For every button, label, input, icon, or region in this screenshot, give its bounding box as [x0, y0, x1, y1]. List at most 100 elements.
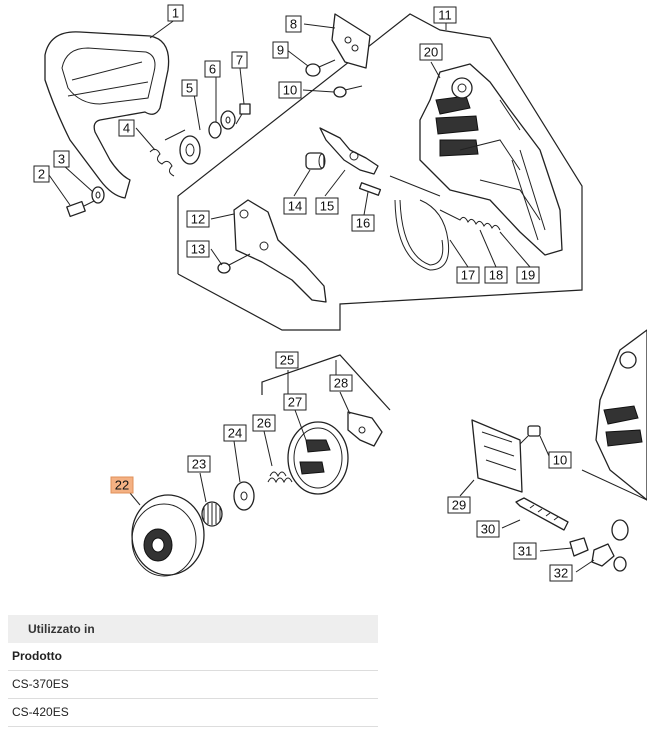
callout-22-highlighted: 22 — [110, 476, 134, 494]
spring-part-18 — [439, 209, 501, 231]
callout-7: 7 — [231, 51, 248, 69]
callout-number: 8 — [290, 17, 297, 32]
callout-number: 30 — [481, 522, 495, 537]
callout-number: 7 — [236, 53, 243, 68]
callout-number: 12 — [191, 212, 205, 227]
chain-guide-part-12 — [233, 199, 327, 303]
parts-diagram: 1234567891011121314151617181920222324252… — [33, 4, 647, 582]
callout-29: 29 — [447, 496, 471, 514]
bushing-part-5 — [179, 135, 201, 165]
callout-number: 2 — [38, 167, 45, 182]
tensioner-part-15 — [319, 127, 379, 175]
callout-20: 20 — [419, 43, 443, 61]
callout-10: 10 — [548, 451, 572, 469]
callout-32: 32 — [549, 564, 573, 582]
used-in-panel: Utilizzato in Prodotto CS-370ES CS-420ES — [8, 615, 378, 727]
callout-23: 23 — [187, 455, 211, 473]
callout-5: 5 — [181, 79, 198, 97]
spring-part-4 — [149, 129, 186, 177]
callout-number: 22 — [115, 478, 129, 493]
callout-number: 26 — [257, 416, 271, 431]
callout-1: 1 — [167, 4, 184, 22]
product-row[interactable]: CS-370ES — [8, 671, 378, 699]
screw-part-13 — [217, 253, 251, 274]
callout-number: 10 — [553, 453, 567, 468]
callout-number: 31 — [518, 544, 532, 559]
adjuster-block-part-31 — [569, 537, 589, 557]
brake-band-part-17 — [389, 175, 450, 271]
screw-part-7 — [235, 103, 251, 125]
callout-number: 29 — [452, 498, 466, 513]
needle-bearing-part-23 — [201, 501, 223, 527]
callout-4: 4 — [118, 119, 135, 137]
callout-number: 17 — [461, 268, 475, 283]
callout-number: 3 — [58, 152, 65, 167]
callout-31: 31 — [513, 542, 537, 560]
leader-lines — [48, 18, 595, 573]
callout-13: 13 — [186, 240, 210, 258]
screw-part-10-bottom — [519, 425, 541, 445]
callout-26: 26 — [252, 414, 276, 432]
clutch-part-27 — [287, 421, 349, 495]
callout-12: 12 — [186, 210, 210, 228]
callout-3: 3 — [53, 150, 70, 168]
callout-15: 15 — [315, 197, 339, 215]
callout-number: 18 — [489, 268, 503, 283]
callout-27: 27 — [283, 393, 307, 411]
callout-8: 8 — [285, 15, 302, 33]
bushing-part-14 — [305, 152, 326, 170]
callout-18: 18 — [484, 266, 508, 284]
plate-part-29 — [471, 419, 523, 493]
callout-number: 1 — [172, 6, 179, 21]
callout-number: 25 — [280, 353, 294, 368]
callout-6: 6 — [204, 60, 221, 78]
product-row[interactable]: CS-420ES — [8, 699, 378, 727]
callout-number: 4 — [123, 121, 130, 136]
clutch-drum-part-22 — [131, 494, 205, 577]
callout-11: 11 — [433, 6, 457, 24]
callout-number: 23 — [192, 457, 206, 472]
product-column-header: Prodotto — [8, 643, 378, 671]
callout-16: 16 — [351, 214, 375, 232]
callout-9: 9 — [272, 41, 289, 59]
screw-part-10-top — [333, 85, 363, 98]
assembly-outline-main — [177, 13, 583, 331]
callout-number: 11 — [438, 8, 452, 23]
callout-number: 15 — [320, 199, 334, 214]
callout-number: 9 — [277, 43, 284, 58]
adjuster-bolt-part-30 — [515, 497, 569, 531]
bolt-part-2 — [66, 199, 97, 218]
callout-10: 10 — [278, 81, 302, 99]
engine-housing-partial — [595, 329, 647, 501]
callout-2: 2 — [33, 165, 50, 183]
screw-part-9 — [305, 59, 336, 77]
callout-number: 6 — [209, 62, 216, 77]
callout-14: 14 — [283, 197, 307, 215]
callout-number: 16 — [356, 216, 370, 231]
callout-30: 30 — [476, 520, 500, 538]
callout-24: 24 — [223, 424, 247, 442]
callout-number: 10 — [283, 83, 297, 98]
washer-part-24 — [233, 481, 255, 511]
callout-number: 14 — [288, 199, 302, 214]
used-in-header: Utilizzato in — [8, 615, 378, 643]
nut-part-32 — [591, 519, 629, 572]
washer-part-3 — [91, 186, 105, 204]
callout-number: 27 — [288, 395, 302, 410]
plate-part-8 — [331, 13, 371, 69]
callout-number: 24 — [228, 426, 242, 441]
spring-part-26 — [267, 471, 293, 484]
callout-number: 19 — [521, 268, 535, 283]
callout-number: 28 — [334, 376, 348, 391]
callout-number: 32 — [554, 566, 568, 581]
callout-number: 13 — [191, 242, 205, 257]
callout-17: 17 — [456, 266, 480, 284]
callout-number: 5 — [186, 81, 193, 96]
clutch-shoe-part-28 — [347, 411, 383, 447]
callout-number: 20 — [424, 45, 438, 60]
pin-part-16 — [358, 182, 382, 196]
nut-part-6 — [208, 110, 236, 139]
callout-25: 25 — [275, 351, 299, 369]
clutch-cover-part-11 — [419, 63, 563, 256]
